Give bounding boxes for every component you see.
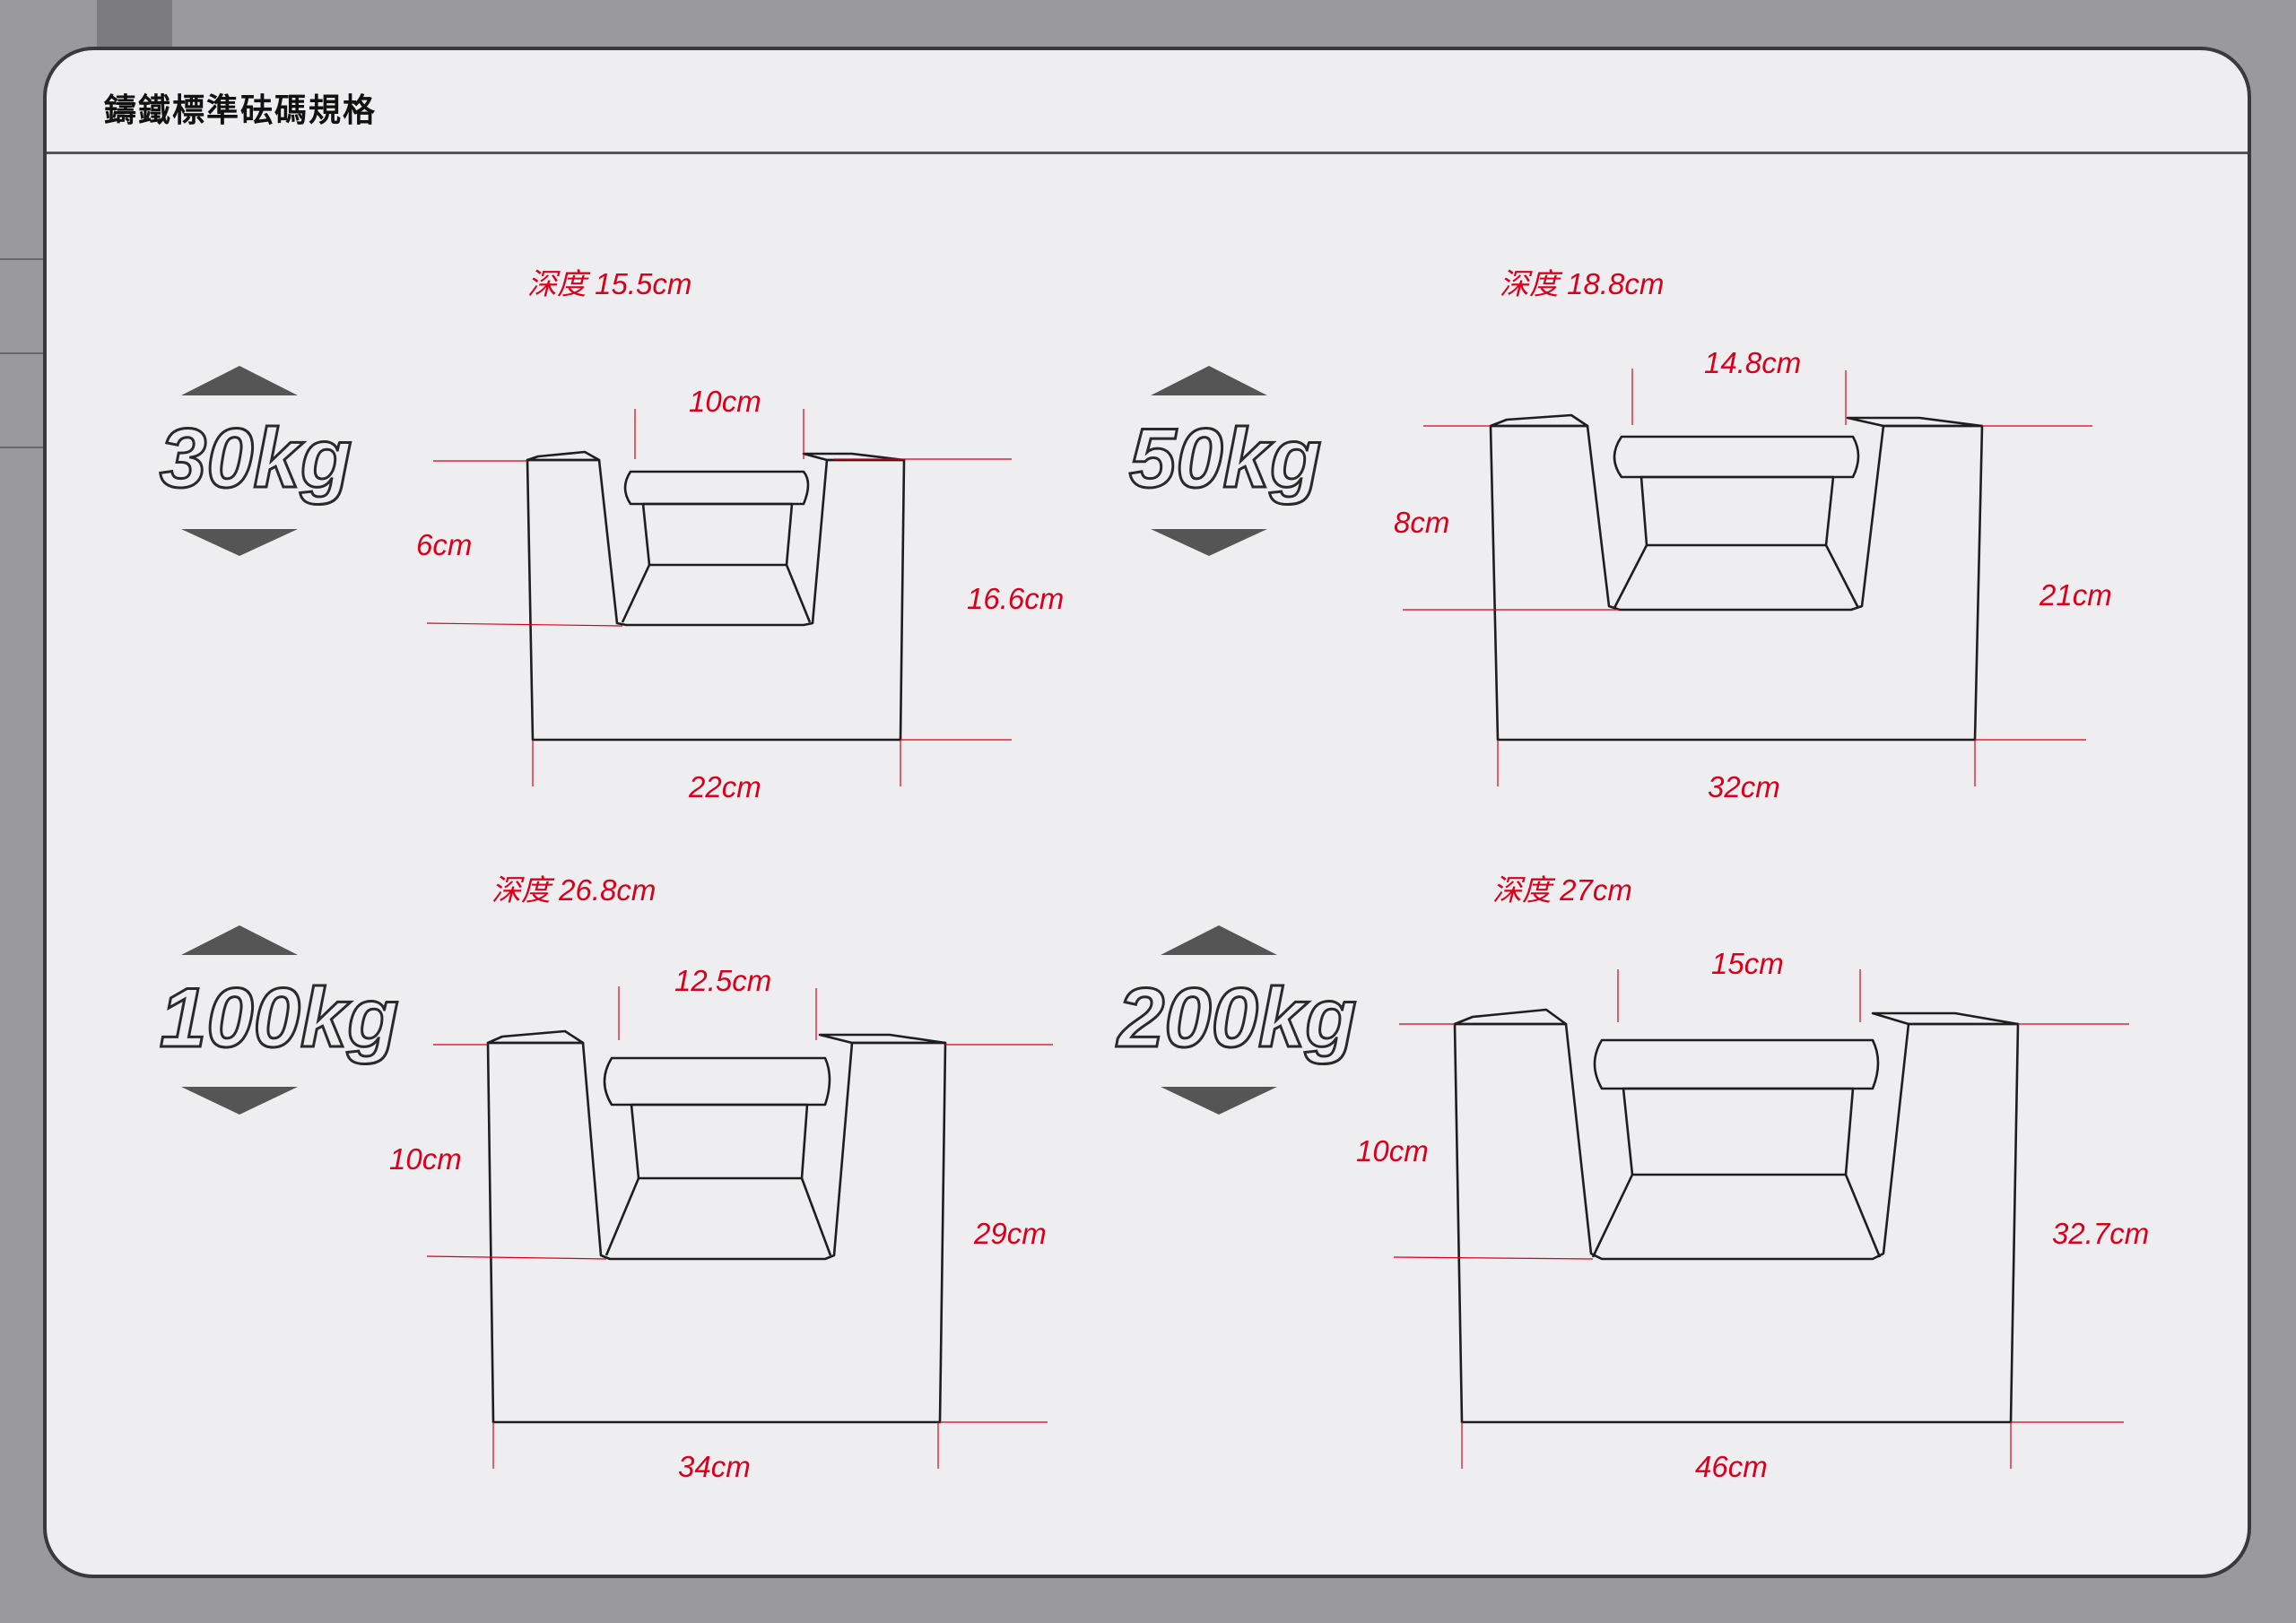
handle-label: 15cm: [1711, 947, 1784, 980]
height-label: 16.6cm: [967, 582, 1064, 615]
recess-label: 10cm: [1356, 1134, 1429, 1167]
dimension-lines: [1393, 969, 2129, 1469]
depth-label: 深度 27cm: [1492, 873, 1632, 907]
height-label: 32.7cm: [2052, 1217, 2149, 1250]
weight-50kg: 50kg 深度 18.8cm 14.8cm 8cm 21cm 32cm: [1128, 267, 2112, 803]
width-label: 46cm: [1695, 1450, 1768, 1483]
weight-label: 100kg: [160, 970, 399, 1064]
height-label: 29cm: [973, 1217, 1047, 1250]
weight-outline: [526, 450, 906, 742]
handle-label: 10cm: [689, 385, 761, 418]
width-label: 32cm: [1708, 770, 1780, 803]
arrow-up-icon: [181, 925, 298, 955]
dimension-lines: [1403, 369, 2092, 786]
side-divider: [0, 258, 43, 260]
page-title: 鑄鐵標準砝碼規格: [104, 91, 378, 128]
handle-label: 14.8cm: [1704, 346, 1801, 379]
weight-30kg: 30kg 深度 15.5cm 10cm 6cm 16.6cm 22cm: [159, 267, 1065, 803]
recess-label: 10cm: [389, 1142, 462, 1176]
arrow-down-icon: [1151, 529, 1267, 556]
arrow-down-icon: [181, 1087, 298, 1115]
weight-label: 50kg: [1129, 411, 1321, 505]
depth-label: 深度 18.8cm: [1500, 267, 1664, 300]
depth-label: 深度 26.8cm: [491, 873, 656, 907]
spec-card: 鑄鐵標準砝碼規格: [43, 47, 2251, 1578]
weight-label: 200kg: [1116, 970, 1357, 1064]
weight-100kg: 100kg 深度 26.8cm 12.5cm 10cm 29cm 34cm: [159, 873, 1053, 1483]
weight-label: 30kg: [160, 411, 352, 505]
dimension-lines: [426, 986, 1053, 1469]
recess-label: 6cm: [416, 528, 472, 561]
depth-label: 深度 15.5cm: [527, 267, 691, 300]
arrow-up-icon: [181, 366, 298, 395]
top-tab: [97, 0, 172, 47]
weight-200kg: 200kg 深度 27cm 15cm 10cm 32.7cm 46cm: [1115, 873, 2150, 1483]
arrow-up-icon: [1161, 925, 1277, 955]
recess-label: 8cm: [1394, 506, 1449, 539]
width-label: 22cm: [688, 770, 761, 803]
weight-outline: [486, 1029, 947, 1424]
arrow-down-icon: [181, 529, 298, 556]
side-divider: [0, 447, 43, 448]
dimension-lines: [426, 409, 1012, 786]
weight-outline: [1489, 413, 1984, 742]
card-header: 鑄鐵標準砝碼規格: [47, 50, 2248, 154]
height-label: 21cm: [2039, 578, 2112, 612]
arrow-down-icon: [1161, 1087, 1277, 1115]
weight-outline: [1453, 1008, 2020, 1424]
handle-label: 12.5cm: [674, 964, 771, 997]
arrow-up-icon: [1151, 366, 1267, 395]
side-divider: [0, 352, 43, 354]
width-label: 34cm: [678, 1450, 751, 1483]
